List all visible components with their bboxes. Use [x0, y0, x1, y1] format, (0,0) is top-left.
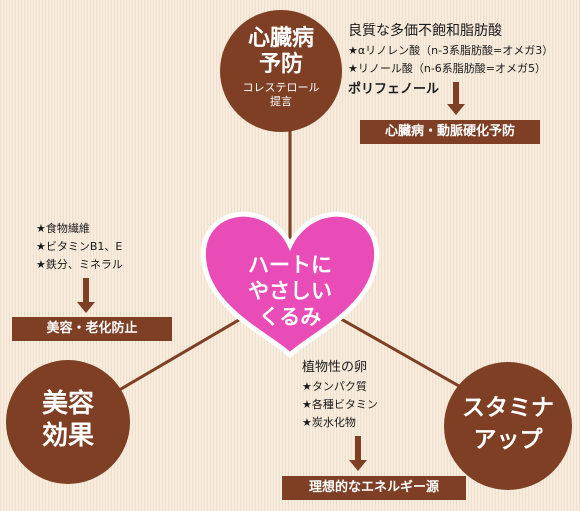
beauty-item: ★鉄分、ミネラル — [36, 258, 123, 271]
heart-prevention-heading: 良質な多価不飽和脂肪酸 — [348, 23, 502, 39]
arrow-down-icon — [447, 82, 465, 115]
heart-label: ハートに やさしい くるみ — [230, 252, 350, 330]
arrow-down-icon — [77, 278, 95, 313]
arrow-down-icon — [349, 436, 367, 471]
heart-prevention-title: 予防 — [258, 52, 303, 77]
stamina-item: ★炭水化物 — [302, 416, 356, 429]
stamina-title: スタミナ — [462, 395, 554, 421]
heart-icon — [200, 211, 380, 359]
heart-prevention-item: ★リノール酸（n-6系脂肪酸=オメガ5） — [348, 62, 547, 75]
heart-prevention-sub: コレステロール — [242, 81, 320, 94]
heart-prevention-title: 心臓病 — [247, 26, 314, 51]
heart-prevention-item: ★αリノレン酸（n-3系脂肪酸=オメガ3） — [348, 44, 554, 57]
heart-label-line: やさしい — [248, 279, 332, 303]
heart-label-line: くるみ — [258, 305, 322, 329]
beauty-result: 美容・老化防止 — [12, 317, 172, 341]
beauty-title: 効果 — [41, 421, 94, 451]
heart-prevention-extra: ポリフェノール — [348, 82, 440, 97]
stamina-circle: スタミナ アップ — [444, 362, 572, 490]
beauty-item: ★ビタミンB1、E — [36, 240, 123, 253]
stamina-result: 理想的なエネルギー源 — [282, 476, 466, 500]
beauty-circle: 美容 効果 — [6, 360, 130, 484]
stamina-title: アップ — [473, 427, 543, 453]
stamina-heading: 植物性の卵 — [302, 360, 368, 375]
heart-prevention-sub: 提言 — [270, 95, 292, 108]
heart-prevention-result: 心臓病・動脈硬化予防 — [360, 120, 540, 144]
heart-prevention-circle: 心臓病 予防 コレステロール 提言 — [220, 10, 342, 132]
heart-label-line: ハートに — [248, 253, 332, 277]
beauty-title: 美容 — [41, 389, 94, 419]
stamina-item: ★各種ビタミン — [302, 398, 378, 411]
beauty-item: ★食物繊維 — [36, 222, 90, 235]
stamina-item: ★タンパク質 — [302, 380, 367, 393]
